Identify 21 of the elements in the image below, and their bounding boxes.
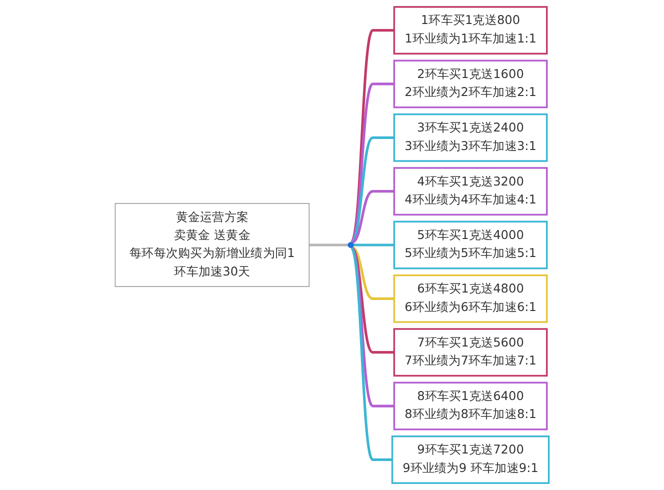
node-box: 4环车买1克送3200 4环业绩为4环车加速4:1 — [393, 167, 548, 216]
connector — [350, 29, 394, 244]
connector — [353, 244, 394, 246]
connector — [351, 246, 394, 300]
node-box: 黄金运营方案 卖黄金 送黄金 每环每次购买为新增业绩为同1环车加速30天 — [114, 203, 310, 287]
node-box: 1环车买1克送800 1环业绩为1环车加速1:1 — [393, 6, 548, 55]
connector — [350, 246, 392, 461]
connector — [350, 82, 394, 244]
connector — [350, 246, 394, 354]
node-circle — [348, 242, 354, 248]
connector — [351, 190, 394, 244]
connector — [350, 246, 394, 408]
node-box: 3环车买1克送2400 3环业绩为3环车加速3:1 — [393, 113, 548, 162]
node-box: 6环车买1克送4800 6环业绩为6环车加速6:1 — [393, 274, 548, 323]
node-box: 5环车买1克送4000 5环业绩为5环车加速5:1 — [393, 220, 548, 270]
node-box: 2环车买1克送1600 2环业绩为2环车加速2:1 — [393, 60, 548, 108]
connector — [350, 136, 394, 244]
node-box: 7环车买1克送5600 7环业绩为7环车加速7:1 — [393, 328, 548, 377]
connector — [309, 244, 348, 246]
node-box: 9环车买1克送7200 9环业绩为9 环车加速9:1 — [391, 435, 550, 484]
node-box: 8环车买1克送6400 8环业绩为8环车加速8:1 — [393, 382, 548, 430]
